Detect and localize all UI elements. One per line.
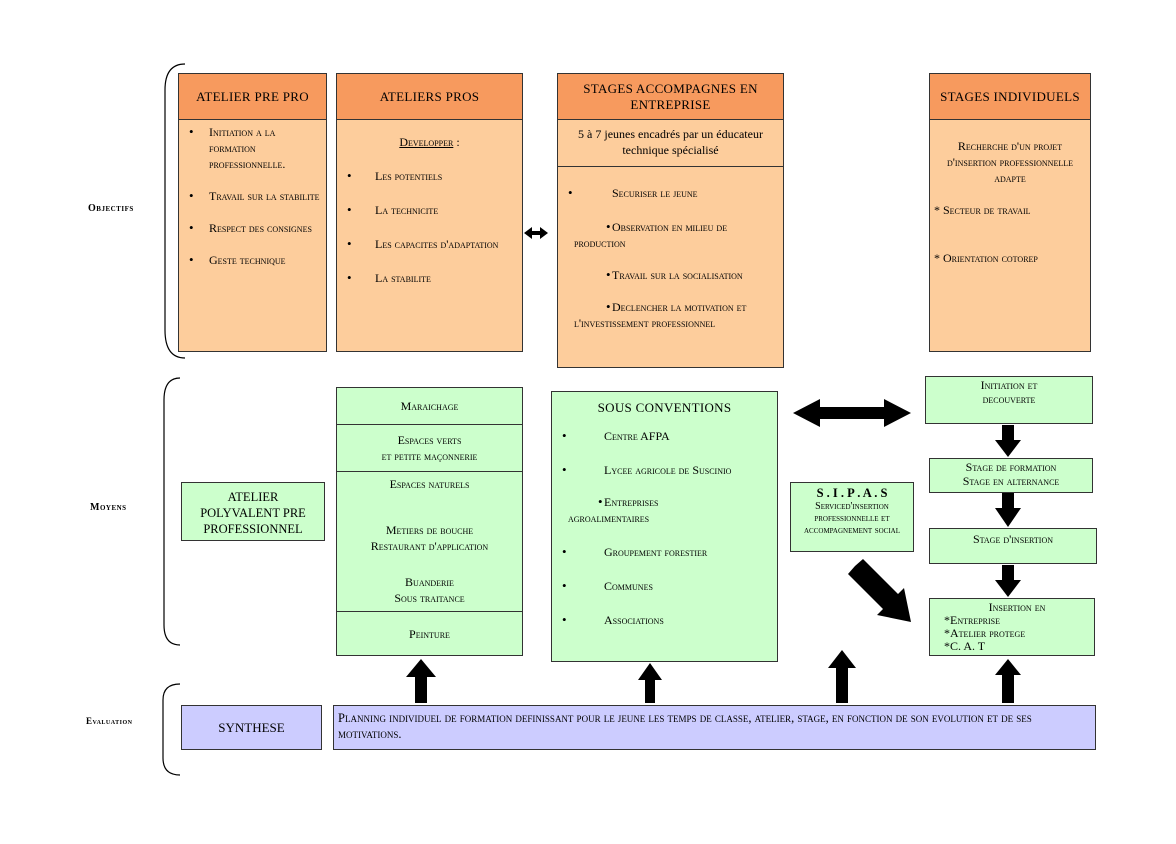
up-arrow-4 [995, 659, 1021, 703]
stage-formation-line2: Stage en alternance [962, 474, 1060, 488]
list-item: Declencher la motivation et l'investisse… [562, 299, 779, 331]
list-item: * Orientation cotorep [934, 251, 1038, 265]
objective-box-ateliers-pros: Developper : Les potentiels La technicit… [336, 119, 523, 352]
down-arrow-3 [995, 565, 1021, 597]
stages-individuels-text: Recherche d'un projet d'insertion profes… [946, 139, 1074, 185]
list-item: * Secteur de travail [934, 203, 1031, 217]
header-stages-accompagnes: STAGES ACCOMPAGNES EN ENTREPRISE [557, 73, 784, 120]
stage-formation-line1: Stage de formation [965, 460, 1057, 474]
list-item: Lycee agricole de Suscinio [556, 462, 773, 478]
espaces-naturels-label: Espaces naturels [389, 477, 470, 491]
list-item: Travail sur la socialisation [562, 267, 779, 283]
buanderie-line2: Sous traitance [394, 591, 465, 605]
sipas-text: Serviced'insertion professionnelle et ac… [804, 501, 900, 536]
row-label-objectifs: Objectifs [88, 203, 134, 214]
peinture-label: Peinture [409, 627, 450, 641]
sous-conventions-box: SOUS CONVENTIONS Centre AFPA Lycee agric… [551, 391, 778, 662]
list-item: Travail sur la stabilite [183, 188, 322, 204]
small-double-arrow [524, 227, 548, 239]
insertion-item: *C. A. T [944, 639, 986, 653]
initiation-box: Initiation et decouverte [925, 376, 1093, 424]
insertion-title: Insertion en [988, 600, 1046, 614]
planning-box: Planning individuel de formation definis… [333, 705, 1096, 750]
header-ateliers-pros: ATELIERS PROS [336, 73, 523, 120]
espaces-verts-line1: Espaces verts [397, 433, 462, 447]
developper-line: Developper : [341, 134, 518, 150]
list-item: Centre AFPA [556, 428, 773, 444]
list-item: Initiation a la formation professionnell… [183, 124, 322, 172]
developper-colon: : [453, 135, 460, 149]
header-stages-individuels: STAGES INDIVIDUELS [929, 73, 1091, 120]
list-item: Les capacites d'adaptation [341, 236, 518, 252]
ateliers-list-box: Maraichage Espaces verts et petite maçon… [336, 387, 523, 656]
espaces-verts-line2: et petite maçonnerie [381, 449, 478, 463]
stages-subtitle: 5 à 7 jeunes encadrés par un éducateur t… [558, 120, 783, 167]
diagonal-arrow [848, 559, 911, 622]
list-item: Associations [556, 612, 773, 628]
objective-box-atelier-pre-pro: Initiation a la formation professionnell… [178, 119, 327, 352]
stage-insertion-box: Stage d'insertion [929, 528, 1097, 564]
stage-formation-box: Stage de formation Stage en alternance [929, 458, 1093, 493]
list-item: Respect des consignes [183, 220, 322, 236]
up-arrow-1 [406, 659, 436, 703]
brace-objectifs [164, 63, 186, 359]
sipas-box: S . I . P . A . S Serviced'insertion pro… [790, 482, 914, 552]
list-item: Communes [556, 578, 773, 594]
atelier-peinture: Peinture [337, 612, 522, 656]
row-label-moyens: Moyens [90, 502, 127, 513]
metiers-line1: Metiers de bouche [385, 523, 474, 537]
header-atelier-pre-pro: ATELIER PRE PRO [178, 73, 327, 120]
insertion-box: Insertion en *Entreprise *Atelier proteg… [929, 598, 1095, 656]
developper-label: Developper [399, 135, 454, 149]
list-item: Observation en milieu de production [562, 219, 779, 251]
brace-evaluation [162, 683, 181, 776]
atelier-maraichage: Maraichage [337, 388, 522, 425]
objective-box-stages-individuels: Recherche d'un projet d'insertion profes… [929, 119, 1091, 352]
objective-box-stages-accompagnes: 5 à 7 jeunes encadrés par un éducateur t… [557, 119, 784, 368]
down-arrow-1 [995, 425, 1021, 457]
insertion-item: *Entreprise [944, 613, 1001, 627]
up-arrow-3 [828, 650, 856, 703]
insertion-item: *Atelier protege [944, 626, 1026, 640]
down-arrow-2 [995, 493, 1021, 527]
synthese-box: SYNTHESE [181, 705, 322, 750]
brace-moyens [163, 377, 181, 646]
up-arrow-2 [638, 663, 662, 703]
big-double-arrow [793, 399, 911, 427]
list-item: Les potentiels [341, 168, 518, 184]
buanderie-line1: Buanderie [405, 575, 454, 589]
row-label-evaluation: Evaluation [86, 716, 133, 726]
list-item: La technicite [341, 202, 518, 218]
maraichage-label: Maraichage [400, 399, 459, 413]
initiation-line1: Initiation et [980, 378, 1038, 392]
list-item: Geste technique [183, 252, 322, 268]
stages-list: Securiser le jeune Observation en milieu… [558, 167, 783, 331]
atelier-group: Espaces naturels Metiers de bouche Resta… [337, 472, 522, 612]
initiation-line2: decouverte [982, 392, 1036, 406]
list-item: Groupement forestier [556, 544, 773, 560]
list-item: Entreprises agroalimentaires [556, 494, 773, 526]
atelier-polyvalent-box: ATELIER POLYVALENT PRE PROFESSIONNEL [181, 482, 325, 541]
list-item: Securiser le jeune [562, 185, 779, 201]
atelier-espaces-verts: Espaces verts et petite maçonnerie [337, 425, 522, 472]
list-item: La stabilite [341, 270, 518, 286]
sous-conventions-title: SOUS CONVENTIONS [597, 400, 732, 415]
metiers-line2: Restaurant d'application [370, 539, 489, 553]
sipas-title: S . I . P . A . S [816, 486, 888, 500]
